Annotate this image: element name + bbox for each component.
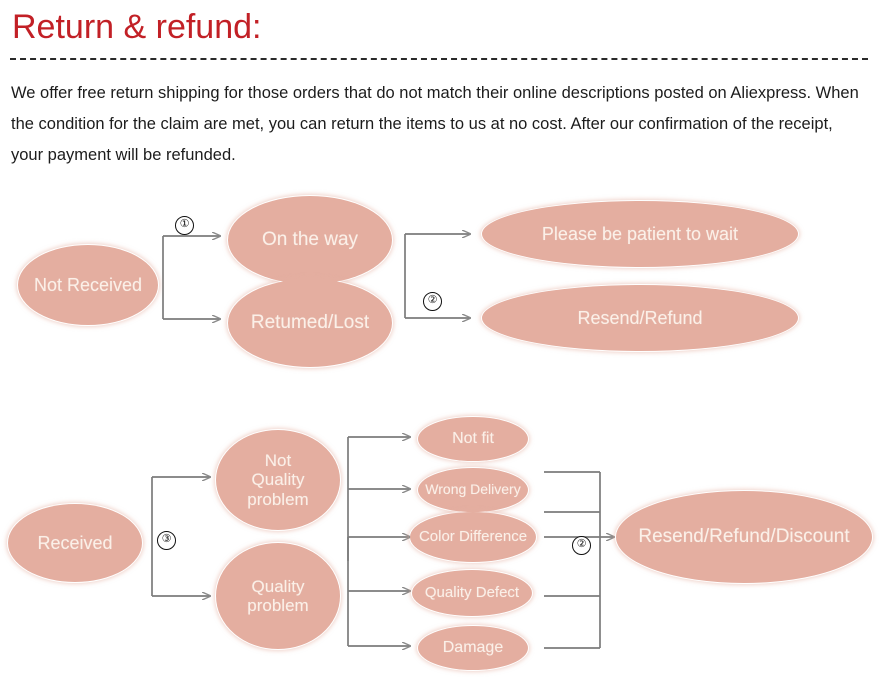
node-label: Quality Defect — [424, 583, 520, 601]
node-received[interactable]: Received — [8, 504, 142, 582]
step-badge-1: ① — [175, 216, 194, 235]
step-badge-3: ③ — [157, 531, 176, 550]
node-label: Wrong Delivery — [425, 481, 521, 498]
node-label: Quality problem — [247, 576, 309, 615]
node-please-be-patient[interactable]: Please be patient to wait — [482, 201, 798, 267]
node-label: Retumed/Lost — [250, 312, 370, 334]
node-label: Not Received — [33, 274, 143, 295]
node-label: Not Quality problem — [247, 451, 309, 509]
node-label: Please be patient to wait — [541, 223, 739, 244]
node-resend-refund-discount[interactable]: Resend/Refund/Discount — [616, 491, 872, 583]
node-quality-defect[interactable]: Quality Defect — [412, 570, 532, 616]
page-title: Return & refund: — [12, 8, 262, 46]
step-badge-2-top: ② — [423, 292, 442, 311]
node-wrong-delivery[interactable]: Wrong Delivery — [418, 468, 528, 512]
node-color-difference[interactable]: Color Difference — [410, 512, 536, 562]
node-resend-refund[interactable]: Resend/Refund — [482, 285, 798, 351]
node-not-fit[interactable]: Not fit — [418, 417, 528, 461]
node-label: Not fit — [452, 430, 494, 448]
title-divider — [10, 58, 868, 60]
step-badge-2-bottom: ② — [572, 536, 591, 555]
node-damage[interactable]: Damage — [418, 626, 528, 670]
node-label: Resend/Refund — [577, 307, 703, 328]
node-label: Received — [37, 532, 113, 553]
node-not-received[interactable]: Not Received — [18, 245, 158, 325]
node-not-quality-problem[interactable]: Not Quality problem — [216, 430, 340, 530]
node-label: On the way — [261, 229, 359, 251]
node-label: Color Difference — [418, 527, 528, 545]
node-on-the-way[interactable]: On the way — [228, 196, 392, 284]
node-returned-lost[interactable]: Retumed/Lost — [228, 279, 392, 367]
intro-paragraph: We offer free return shipping for those … — [11, 84, 859, 164]
node-label: Damage — [442, 639, 504, 657]
node-label: Resend/Refund/Discount — [638, 526, 850, 548]
node-quality-problem[interactable]: Quality problem — [216, 543, 340, 649]
